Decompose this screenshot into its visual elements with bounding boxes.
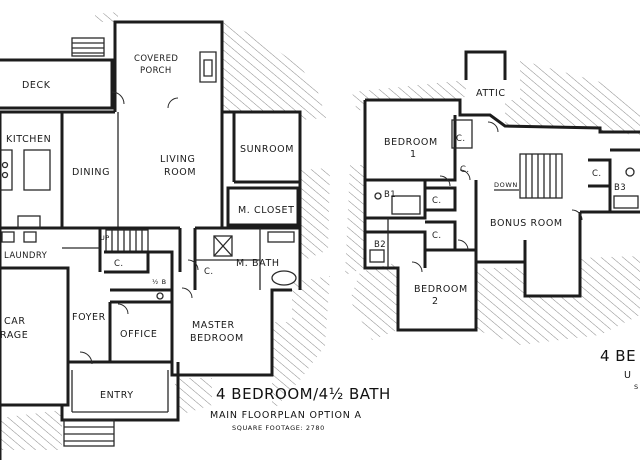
fireplace-icon xyxy=(199,51,217,83)
attic-outline xyxy=(464,50,507,80)
label-office: OFFICE xyxy=(120,329,157,340)
upper-title-partial: 4 BE xyxy=(600,347,636,365)
main-sqft: SQUARE FOOTAGE: 2780 xyxy=(232,424,325,432)
upper-title-partial-2: U xyxy=(624,370,632,381)
label-kitchen: KITCHEN xyxy=(6,134,51,145)
label-foyer: FOYER xyxy=(72,312,106,323)
label-bedroom1: BEDROOM xyxy=(384,137,438,148)
main-room-labels: DECK COVERED PORCH KITCHEN DINING LIVING… xyxy=(0,54,295,401)
landscape-hatching xyxy=(0,12,640,450)
label-garage-car: CAR xyxy=(4,316,26,327)
label-closet-u4: C. xyxy=(460,165,469,175)
main-floorplan xyxy=(0,20,302,460)
label-m-bath: M. BATH xyxy=(236,258,280,269)
main-stairs xyxy=(105,229,149,253)
deck-outline xyxy=(0,58,114,110)
label-bedroom2-num: 2 xyxy=(432,296,439,307)
label-entry: ENTRY xyxy=(100,390,134,401)
label-master: MASTER xyxy=(192,320,235,331)
upper-title-block: 4 BE U S xyxy=(600,347,639,391)
label-closet-u5: C. xyxy=(592,169,601,179)
rear-steps xyxy=(71,37,105,57)
label-attic: ATTIC xyxy=(476,88,506,99)
label-bedroom1-num: 1 xyxy=(410,149,417,160)
label-bedroom: BEDROOM xyxy=(190,333,244,344)
label-closet-stairs: C. xyxy=(114,259,123,269)
upper-title-partial-3: S xyxy=(634,383,639,391)
label-garage-rage: RAGE xyxy=(0,330,28,341)
label-laundry: LAUNDRY xyxy=(4,251,48,261)
upper-floorplan xyxy=(363,50,640,332)
label-closet-master: C. xyxy=(204,267,213,277)
label-closet-u3: C. xyxy=(432,231,441,241)
label-down: DOWN xyxy=(494,181,518,189)
main-title: 4 BEDROOM/4½ BATH xyxy=(216,385,391,403)
covered-porch-outline xyxy=(113,20,224,112)
main-title-block: 4 BEDROOM/4½ BATH MAIN FLOORPLAN OPTION … xyxy=(210,385,391,432)
label-room: ROOM xyxy=(164,167,196,178)
label-covered: COVERED xyxy=(134,54,178,64)
front-steps xyxy=(63,419,115,447)
kitchen-island xyxy=(23,149,51,191)
label-b1: B1 xyxy=(384,190,396,200)
label-sunroom: SUNROOM xyxy=(240,144,294,155)
main-north-wall xyxy=(0,110,302,262)
label-bedroom2: BEDROOM xyxy=(414,284,468,295)
main-subtitle: MAIN FLOORPLAN OPTION A xyxy=(210,410,362,421)
label-b3: B3 xyxy=(614,183,626,193)
label-b2: B2 xyxy=(374,240,386,250)
label-half-bath: ½ B xyxy=(152,278,167,286)
label-up: UP xyxy=(100,234,110,242)
label-deck: DECK xyxy=(22,80,51,91)
label-m-closet: M. CLOSET xyxy=(238,205,295,216)
label-bonus: BONUS ROOM xyxy=(490,218,563,229)
label-closet-u1: C. xyxy=(456,134,465,144)
upper-room-labels: ATTIC BEDROOM 1 C. C. C. C. C. B1 B2 B3 … xyxy=(374,88,626,307)
label-closet-u2: C. xyxy=(432,196,441,206)
label-dining: DINING xyxy=(72,167,110,178)
label-living: LIVING xyxy=(160,154,195,165)
upper-stairs xyxy=(494,153,563,199)
label-porch: PORCH xyxy=(140,66,172,76)
